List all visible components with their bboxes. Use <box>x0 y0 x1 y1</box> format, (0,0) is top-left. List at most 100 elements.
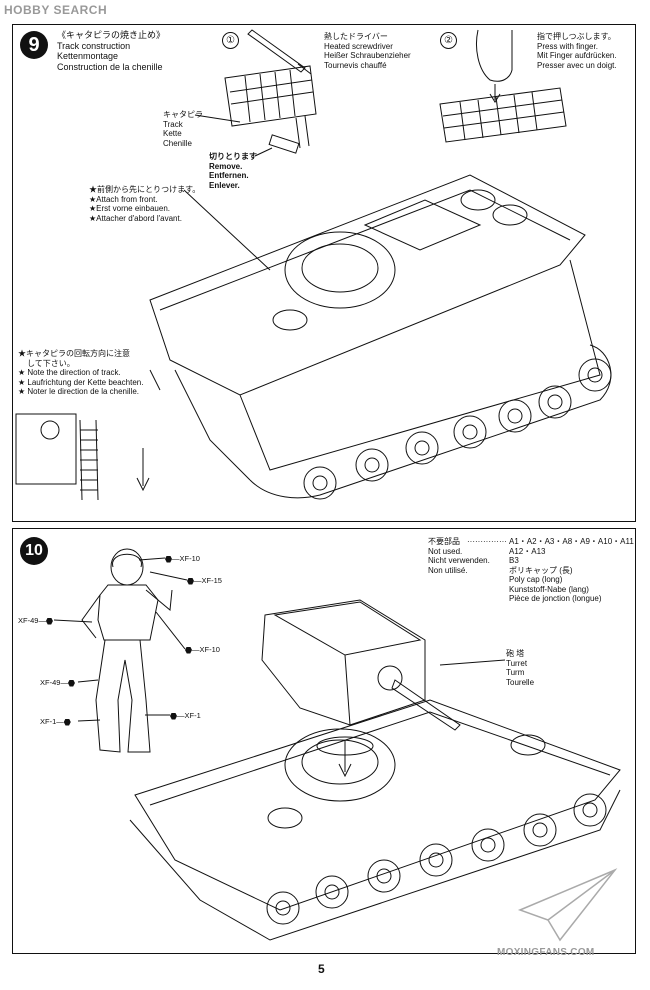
substep1-marker: ① <box>222 32 239 49</box>
hex-icon <box>45 617 53 625</box>
remove-de: Entfernen. <box>209 171 249 180</box>
parts-a12-a13: A12・A13 <box>509 546 546 556</box>
screwdriver-illustration <box>247 29 312 75</box>
paint-label-6: XF-1— <box>40 717 71 726</box>
press-en: Press with finger. <box>537 41 598 51</box>
hex-icon <box>67 679 75 687</box>
direction-de: ★ Laufrichtung der Kette beachten. <box>18 377 144 387</box>
paint-code: XF-1 <box>40 717 57 726</box>
track-de: Kette <box>163 129 182 138</box>
track-sprue-right <box>439 87 567 143</box>
part-b3: B3 <box>509 556 519 565</box>
turret-de: Turm <box>506 668 525 677</box>
paint-label-7: —XF-1 <box>170 711 201 720</box>
paint-label-5: XF-49— <box>40 678 75 687</box>
paint-code: XF-49 <box>18 616 39 625</box>
hex-icon <box>187 577 194 585</box>
remove-fr: Enlever. <box>209 180 240 190</box>
paint-label-4: —XF-10 <box>185 645 220 654</box>
not-used-block: 不要部品 Not used. Nicht verwenden. Non util… <box>428 537 490 575</box>
direction-jp2: して下さい。 <box>27 358 75 368</box>
hex-icon <box>165 555 172 563</box>
not-used-parts: A1・A2・A3・A8・A9・A10・A11 A12・A13 B3 ポリキャップ… <box>509 537 634 604</box>
paint-code: XF-15 <box>201 576 222 585</box>
step9-number: 9 <box>20 31 48 59</box>
paint-leader-lines <box>53 557 188 722</box>
turret-label: 砲 塔 Turret Turm Tourelle <box>506 649 534 687</box>
not-used-fr: Non utilisé. <box>428 565 468 575</box>
press-fr: Presser avec un doigt. <box>537 60 617 70</box>
screwdriver-fr: Tournevis chauffé <box>324 60 387 70</box>
screwdriver-caption: 熱したドライバー Heated screwdriver Heißer Schra… <box>324 32 411 70</box>
turret-illustration <box>261 599 506 731</box>
hex-icon <box>170 712 177 720</box>
direction-note: ★キャタピラの回転方向に注意 して下さい。 ★ Note the directi… <box>18 349 143 397</box>
attach-de: ★Erst vorne einbauen. <box>89 204 170 213</box>
press-caption: 指で押しつぶします。 Press with finger. Mit Finger… <box>537 32 617 70</box>
step9-title-fr: Construction de la chenille <box>57 61 163 72</box>
paint-label-2: —XF-15 <box>187 576 222 585</box>
track-detail-inset <box>15 413 150 501</box>
polycap-de: Kunststoff-Nabe (lang) <box>509 584 589 594</box>
polycap-en: Poly cap (long) <box>509 575 563 584</box>
polycap-jp: ポリキャップ (長) <box>509 565 573 575</box>
removed-part <box>268 134 300 154</box>
tank-hull-step9 <box>149 174 612 499</box>
remove-label: 切りとります Remove. Entfernen. Enlever. <box>209 152 257 190</box>
track-label: キャタピラ Track Kette Chenille <box>163 110 203 148</box>
not-used-de: Nicht verwenden. <box>428 556 490 565</box>
screwdriver-en: Heated screwdriver <box>324 41 393 51</box>
paint-code: XF-1 <box>184 711 201 720</box>
step9-title: 《キャタピラの焼き止め》 Track construction Kettenmo… <box>57 30 165 72</box>
tank-hull-step10 <box>129 699 621 941</box>
leader-dots: ·························· <box>467 537 507 546</box>
track-en: Track <box>163 119 183 129</box>
press-de: Mit Finger aufdrücken. <box>537 51 617 60</box>
turret-jp: 砲 塔 <box>506 649 525 658</box>
paint-code: XF-49 <box>40 678 61 687</box>
attach-en: ★Attach from front. <box>89 194 158 204</box>
turret-en: Turret <box>506 658 528 668</box>
polycap-fr: Pièce de jonction (longue) <box>509 594 602 603</box>
attach-fr: ★Attacher d'abord l'avant. <box>89 213 182 223</box>
track-sprue-left <box>224 65 317 149</box>
not-used-jp: 不要部品 <box>428 537 460 546</box>
step9-title-en: Track construction <box>57 40 131 51</box>
direction-en: ★ Note the direction of track. <box>18 368 121 377</box>
page-number: 5 <box>318 962 325 976</box>
rotation-arrow <box>316 736 374 778</box>
attach-jp: ★前側から先にとりつけます。 <box>89 185 201 194</box>
step9-panel <box>12 24 636 522</box>
not-used-en: Not used. <box>428 546 463 556</box>
screwdriver-jp: 熱したドライバー <box>324 32 388 41</box>
remove-jp: 切りとります <box>209 152 257 161</box>
direction-jp1: ★キャタピラの回転方向に注意 <box>18 349 130 358</box>
hex-icon <box>63 718 71 726</box>
hobby-search-logo: HOBBY SEARCH <box>4 3 108 17</box>
direction-fr: ★ Noter le direction de la chenille. <box>18 387 140 396</box>
substep2-marker: ② <box>440 32 457 49</box>
step9-title-de: Kettenmontage <box>57 51 119 61</box>
finger-illustration <box>476 29 513 103</box>
soldier-figure <box>81 548 173 753</box>
press-jp: 指で押しつぶします。 <box>537 32 616 41</box>
paint-code: XF-10 <box>179 554 200 563</box>
roadwheels-step9 <box>303 358 612 500</box>
step10-number: 10 <box>20 537 48 565</box>
track-jp: キャタピラ <box>163 110 203 119</box>
hex-icon <box>185 646 192 654</box>
remove-en: Remove. <box>209 161 243 171</box>
paint-code: XF-10 <box>199 645 220 654</box>
step10-panel <box>12 528 636 954</box>
parts-a1-a11: A1・A2・A3・A8・A9・A10・A11 <box>509 537 634 546</box>
paint-label-3: XF-49— <box>18 616 53 625</box>
step9-title-jp: 《キャタピラの焼き止め》 <box>57 30 166 40</box>
track-fr: Chenille <box>163 138 192 148</box>
screwdriver-de: Heißer Schraubenzieher <box>324 51 411 60</box>
paper-plane-watermark-icon <box>517 868 618 942</box>
watermark-text: MOXINGFANS.COM <box>497 947 595 958</box>
attach-note: ★前側から先にとりつけます。 ★Attach from front. ★Erst… <box>89 185 200 223</box>
leader-lines-step9 <box>149 114 273 391</box>
roadwheels-step10 <box>266 793 607 925</box>
